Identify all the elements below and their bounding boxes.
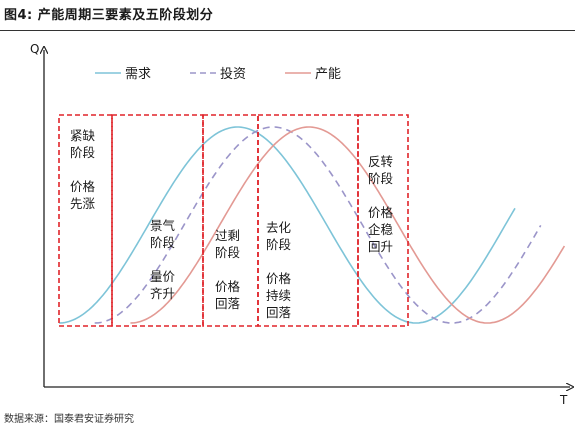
investment-legend-label: 投资 [220, 66, 246, 82]
demand-curve [58, 126, 516, 324]
stage-1-label: 紧缺阶段价格先涨 [70, 128, 96, 211]
demand-legend-label: 需求 [125, 67, 151, 82]
capacity-curve [130, 126, 566, 324]
stage-3-label: 过剩阶段价格回落 [215, 228, 241, 311]
investment-curve [94, 126, 542, 324]
figure-title: 图4: 产能周期三要素及五阶段划分 [4, 8, 214, 23]
capacity-legend-label: 产能 [315, 67, 341, 82]
stage-3-box [202, 114, 259, 327]
axes: QT [30, 42, 570, 407]
stage-2-label: 景气阶段量价齐升 [150, 218, 176, 301]
legend: 需求 投资 产能 [95, 66, 341, 82]
x-axis-label: T [559, 393, 568, 407]
stage-1-box [58, 114, 113, 327]
stage-4-label: 去化阶段价格持续回落 [266, 220, 292, 320]
stage-5-label: 反转阶段价格企稳回升 [368, 154, 394, 254]
stage-4-box [257, 114, 359, 327]
stage-5-box [357, 114, 409, 327]
curves [58, 126, 566, 324]
source-note: 数据来源：国泰君安证券研究 [4, 414, 134, 425]
title-divider [0, 30, 575, 31]
y-axis-label: Q [30, 42, 39, 56]
